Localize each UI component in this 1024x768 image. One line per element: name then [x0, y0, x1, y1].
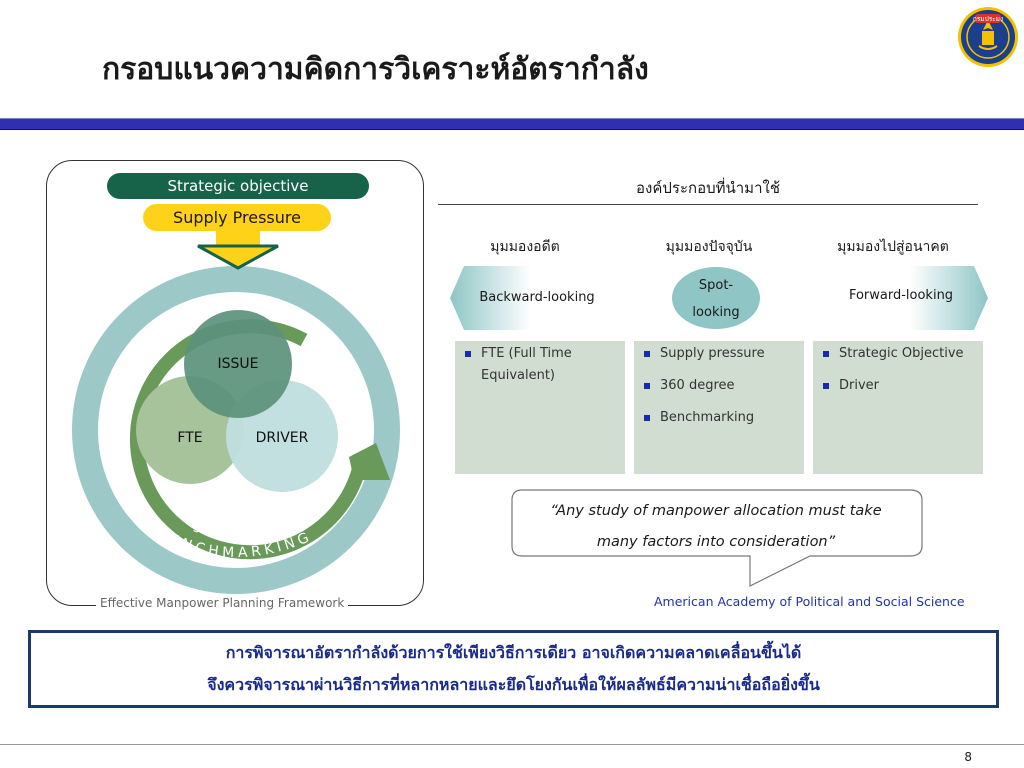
spot-looking-ellipse — [672, 267, 760, 329]
page-title: กรอบแนวความคิดการวิเคราะห์อัตรากำลัง — [102, 52, 649, 87]
spot-looking-label-line1: Spot- — [698, 278, 734, 293]
list-item: FTE (Full Time Equivalent) — [463, 343, 617, 387]
bullet-icon — [465, 351, 471, 357]
bullet-icon — [823, 351, 829, 357]
components-divider — [438, 204, 978, 205]
list-item: 360 degree — [642, 375, 796, 397]
bullet-icon — [644, 351, 650, 357]
bullet-icon — [644, 415, 650, 421]
list-item: Supply pressure — [642, 343, 796, 365]
future-items-box: Strategic Objective Driver — [813, 341, 983, 474]
quote-callout — [511, 489, 923, 587]
footer-divider — [0, 744, 1024, 745]
quote-line-1: “Any study of manpower allocation must t… — [550, 503, 882, 519]
list-item: Driver — [821, 375, 975, 397]
strategic-objective-pill: Strategic objective — [107, 173, 369, 199]
framework-diagram: ISSUE FTE DRIVER 360 DEGREE BENCHMARKING — [72, 230, 400, 594]
conclusion-box — [28, 630, 999, 708]
header-divider-bar — [0, 118, 1024, 130]
list-item: Strategic Objective — [821, 343, 975, 365]
conclusion-line-2: จึงควรพิจารณาผ่านวิธีการที่หลากหลายและยึ… — [207, 675, 820, 694]
conclusion-line-1: การพิจารณาอัตรากำลังด้วยการใช้เพียงวิธีก… — [225, 643, 802, 662]
backward-looking-chevron — [450, 266, 630, 330]
bullet-icon — [644, 383, 650, 389]
page-number: 8 — [964, 750, 972, 764]
spot-looking-label-line2: looking — [692, 305, 740, 320]
past-items-box: FTE (Full Time Equivalent) — [455, 341, 625, 474]
government-seal-icon: กรมประมง — [958, 7, 1018, 67]
quote-text: “Any study of manpower allocation must t… — [522, 496, 910, 558]
list-item: Benchmarking — [642, 407, 796, 429]
issue-label: ISSUE — [218, 356, 259, 372]
driver-label: DRIVER — [256, 430, 309, 446]
cycle-arrow-head — [349, 443, 390, 480]
supply-pressure-pill: Supply Pressure — [143, 204, 331, 231]
present-items-box: Supply pressure 360 degree Benchmarking — [634, 341, 804, 474]
quote-line-2: many factors into consideration” — [596, 534, 836, 550]
column-header-past: มุมมองอดีต — [490, 239, 560, 255]
framework-caption: Effective Manpower Planning Framework — [96, 596, 349, 610]
bullet-icon — [823, 383, 829, 389]
backward-looking-label: Backward-looking — [479, 290, 595, 305]
fte-label: FTE — [177, 430, 202, 446]
benchmarking-ring — [72, 266, 400, 594]
issue-circle — [184, 310, 292, 418]
supply-arrow — [198, 246, 278, 268]
logo-text: กรมประมง — [973, 15, 1003, 23]
quote-source: American Academy of Political and Social… — [654, 594, 965, 609]
forward-looking-chevron — [814, 266, 988, 330]
column-header-present: มุมมองปัจจุบัน — [665, 239, 753, 255]
components-title: องค์ประกอบที่นำมาใช้ — [636, 179, 780, 197]
forward-looking-label: Forward-looking — [848, 288, 954, 303]
column-header-future: มุมมองไปสู่อนาคต — [837, 239, 949, 255]
